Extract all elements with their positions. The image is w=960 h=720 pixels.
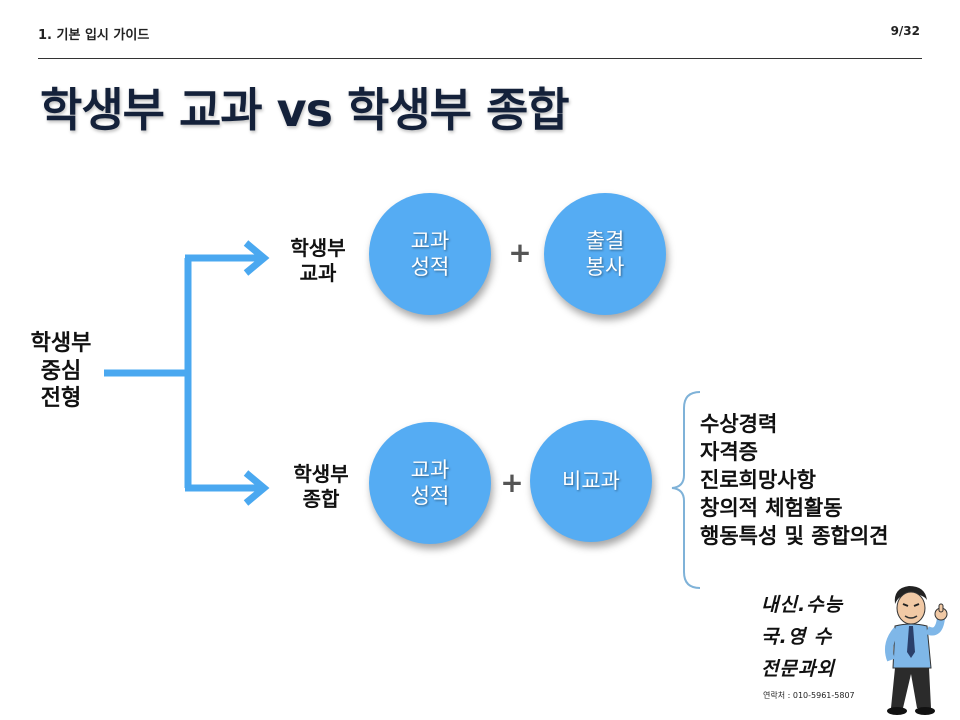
header-section: 1. 기본 입시 가이드 (38, 28, 150, 43)
plus-sign-bottom: + (500, 466, 524, 499)
promo-contact: 연락처 : 010-5961-5807 (763, 691, 855, 700)
branch-label-gyogwa: 학생부 교과 (290, 236, 346, 285)
detail-item: 행동특성 및 종합의견 (700, 524, 889, 548)
page-title: 학생부 교과 vs 학생부 종합 (40, 83, 570, 137)
plus-sign-top: + (508, 236, 532, 269)
circle-attendance-volunteer: 출결 봉사 (544, 193, 666, 315)
promo-line-1: 내신.수능 (761, 594, 844, 616)
promo-line-2: 국.영 수 (761, 626, 833, 648)
root-label: 학생부 중심 전형 (30, 331, 92, 411)
detail-item: 진로희망사항 (700, 468, 816, 492)
tutor-promo: 내신.수능 국.영 수 전문과외 연락처 : 010-5961-5807 (755, 582, 955, 718)
header-divider (38, 58, 922, 59)
detail-item: 창의적 체험활동 (700, 496, 843, 520)
promo-line-3: 전문과외 (761, 658, 835, 680)
page-number: 9/32 (890, 24, 920, 38)
details-brace (671, 391, 701, 589)
branch-label-jonghap: 학생부 종합 (293, 462, 349, 511)
cartoon-tutor-illustration (885, 586, 948, 715)
detail-item: 자격증 (700, 440, 758, 464)
details-list: 수상경력 자격증 진로희망사항 창의적 체험활동 행동특성 및 종합의견 (700, 410, 889, 550)
detail-item: 수상경력 (700, 412, 778, 436)
circle-non-subject: 비교과 (530, 420, 652, 542)
bottom-arrow-head (243, 470, 270, 506)
circle-subject-grades-bottom: 교과 성적 (369, 422, 491, 544)
circle-subject-grades-top: 교과 성적 (369, 193, 491, 315)
top-arrow-head (243, 240, 270, 276)
